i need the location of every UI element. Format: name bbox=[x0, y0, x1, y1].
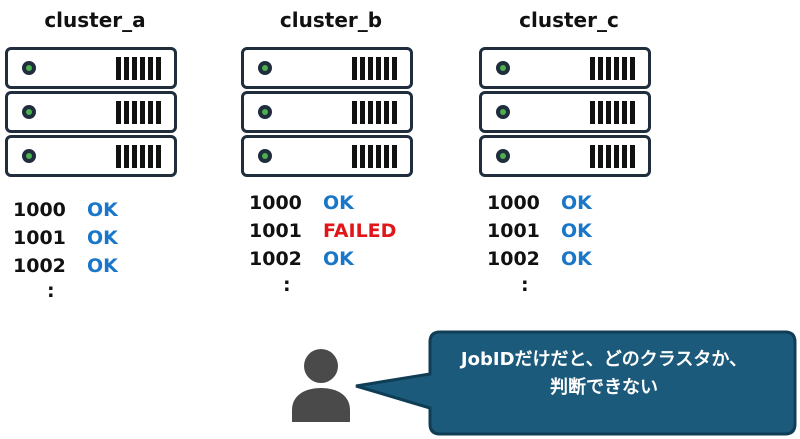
job-status: OK bbox=[87, 199, 118, 221]
cluster-title: cluster_a bbox=[44, 8, 146, 32]
job-id: 1002 bbox=[13, 255, 66, 277]
job-row: 1000 OK bbox=[13, 196, 118, 224]
job-status: OK bbox=[561, 248, 592, 270]
job-row: 1002 OK bbox=[13, 252, 118, 280]
job-id: 1000 bbox=[13, 199, 66, 221]
job-status: OK bbox=[323, 248, 354, 270]
job-row: 1001 OK bbox=[13, 224, 118, 252]
server-rack-icon bbox=[479, 135, 651, 177]
more-ellipsis: : bbox=[47, 280, 55, 302]
cluster-title: cluster_b bbox=[279, 8, 383, 32]
server-rack-icon bbox=[241, 135, 413, 177]
server-rack-icon bbox=[5, 135, 177, 177]
job-row: 1002 OK bbox=[487, 245, 592, 273]
job-row: 1001 OK bbox=[487, 217, 592, 245]
job-status: OK bbox=[87, 255, 118, 277]
job-row: 1002 OK bbox=[249, 245, 396, 273]
server-rack-icon bbox=[241, 91, 413, 133]
job-status: OK bbox=[323, 192, 354, 214]
job-id: 1001 bbox=[487, 220, 540, 242]
job-row: 1001 FAILED bbox=[249, 217, 396, 245]
job-id: 1002 bbox=[487, 248, 540, 270]
server-rack-icon bbox=[5, 47, 177, 89]
user-icon bbox=[292, 349, 350, 422]
job-id: 1000 bbox=[487, 192, 540, 214]
more-ellipsis: : bbox=[521, 274, 529, 296]
cluster-title: cluster_c bbox=[519, 8, 619, 32]
bubble-line: 判断できない bbox=[550, 377, 658, 398]
server-rack-icon bbox=[479, 47, 651, 89]
server-rack-icon bbox=[479, 91, 651, 133]
job-id: 1001 bbox=[249, 220, 302, 242]
job-status: OK bbox=[87, 227, 118, 249]
server-rack-icon bbox=[5, 91, 177, 133]
bubble-text: JobIDだけだと、どのクラスタか、 判断できない bbox=[430, 346, 778, 402]
job-status: OK bbox=[561, 220, 592, 242]
job-status-failed: FAILED bbox=[323, 220, 397, 242]
job-row: 1000 OK bbox=[249, 189, 396, 217]
more-ellipsis: : bbox=[283, 274, 291, 296]
server-rack-icon bbox=[241, 47, 413, 89]
job-status: OK bbox=[561, 192, 592, 214]
bubble-line: JobIDだけだと、どのクラスタか、 bbox=[460, 349, 748, 370]
job-id: 1000 bbox=[249, 192, 302, 214]
speech-bubble bbox=[355, 330, 797, 436]
job-row: 1000 OK bbox=[487, 189, 592, 217]
job-id: 1001 bbox=[13, 227, 66, 249]
job-id: 1002 bbox=[249, 248, 302, 270]
